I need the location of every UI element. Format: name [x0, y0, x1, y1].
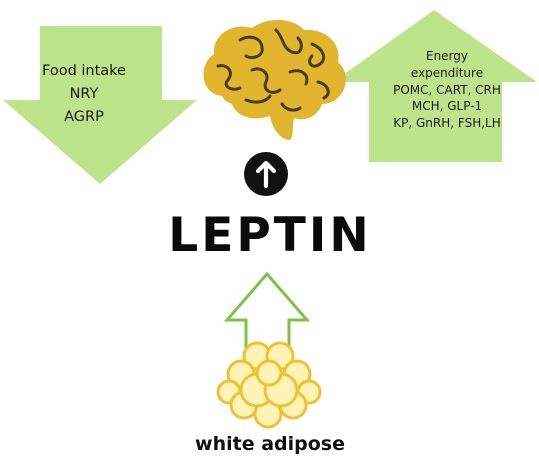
expenditure-line: expenditure: [410, 65, 484, 80]
energy-line: Energy: [425, 49, 468, 63]
food-intake-line: Food intake: [42, 63, 126, 79]
energy-expenditure-text: Energy expenditure POMC, CART, CRH MCH, …: [362, 48, 532, 132]
brain-icon: [203, 19, 346, 140]
mch-line: MCH, GLP-1: [411, 99, 483, 114]
pomc-line: POMC, CART, CRH: [393, 82, 501, 97]
agrp-line: AGRP: [64, 109, 104, 125]
up-arrow-energy-expenditure: [333, 10, 537, 162]
up-arrow-circle-icon: [244, 152, 288, 196]
hollow-up-arrow: [223, 271, 311, 358]
white-adipose-label: white adipose: [195, 433, 345, 455]
leptin-title: LEPTIN: [168, 208, 372, 263]
down-arrow-food-intake: [3, 26, 197, 184]
nry-line: NRY: [69, 86, 99, 102]
kp-line: KP, GnRH, FSH,LH: [393, 116, 501, 131]
fat-cells-icon: [216, 341, 322, 429]
food-intake-text: Food intake NRY AGRP: [14, 60, 154, 129]
